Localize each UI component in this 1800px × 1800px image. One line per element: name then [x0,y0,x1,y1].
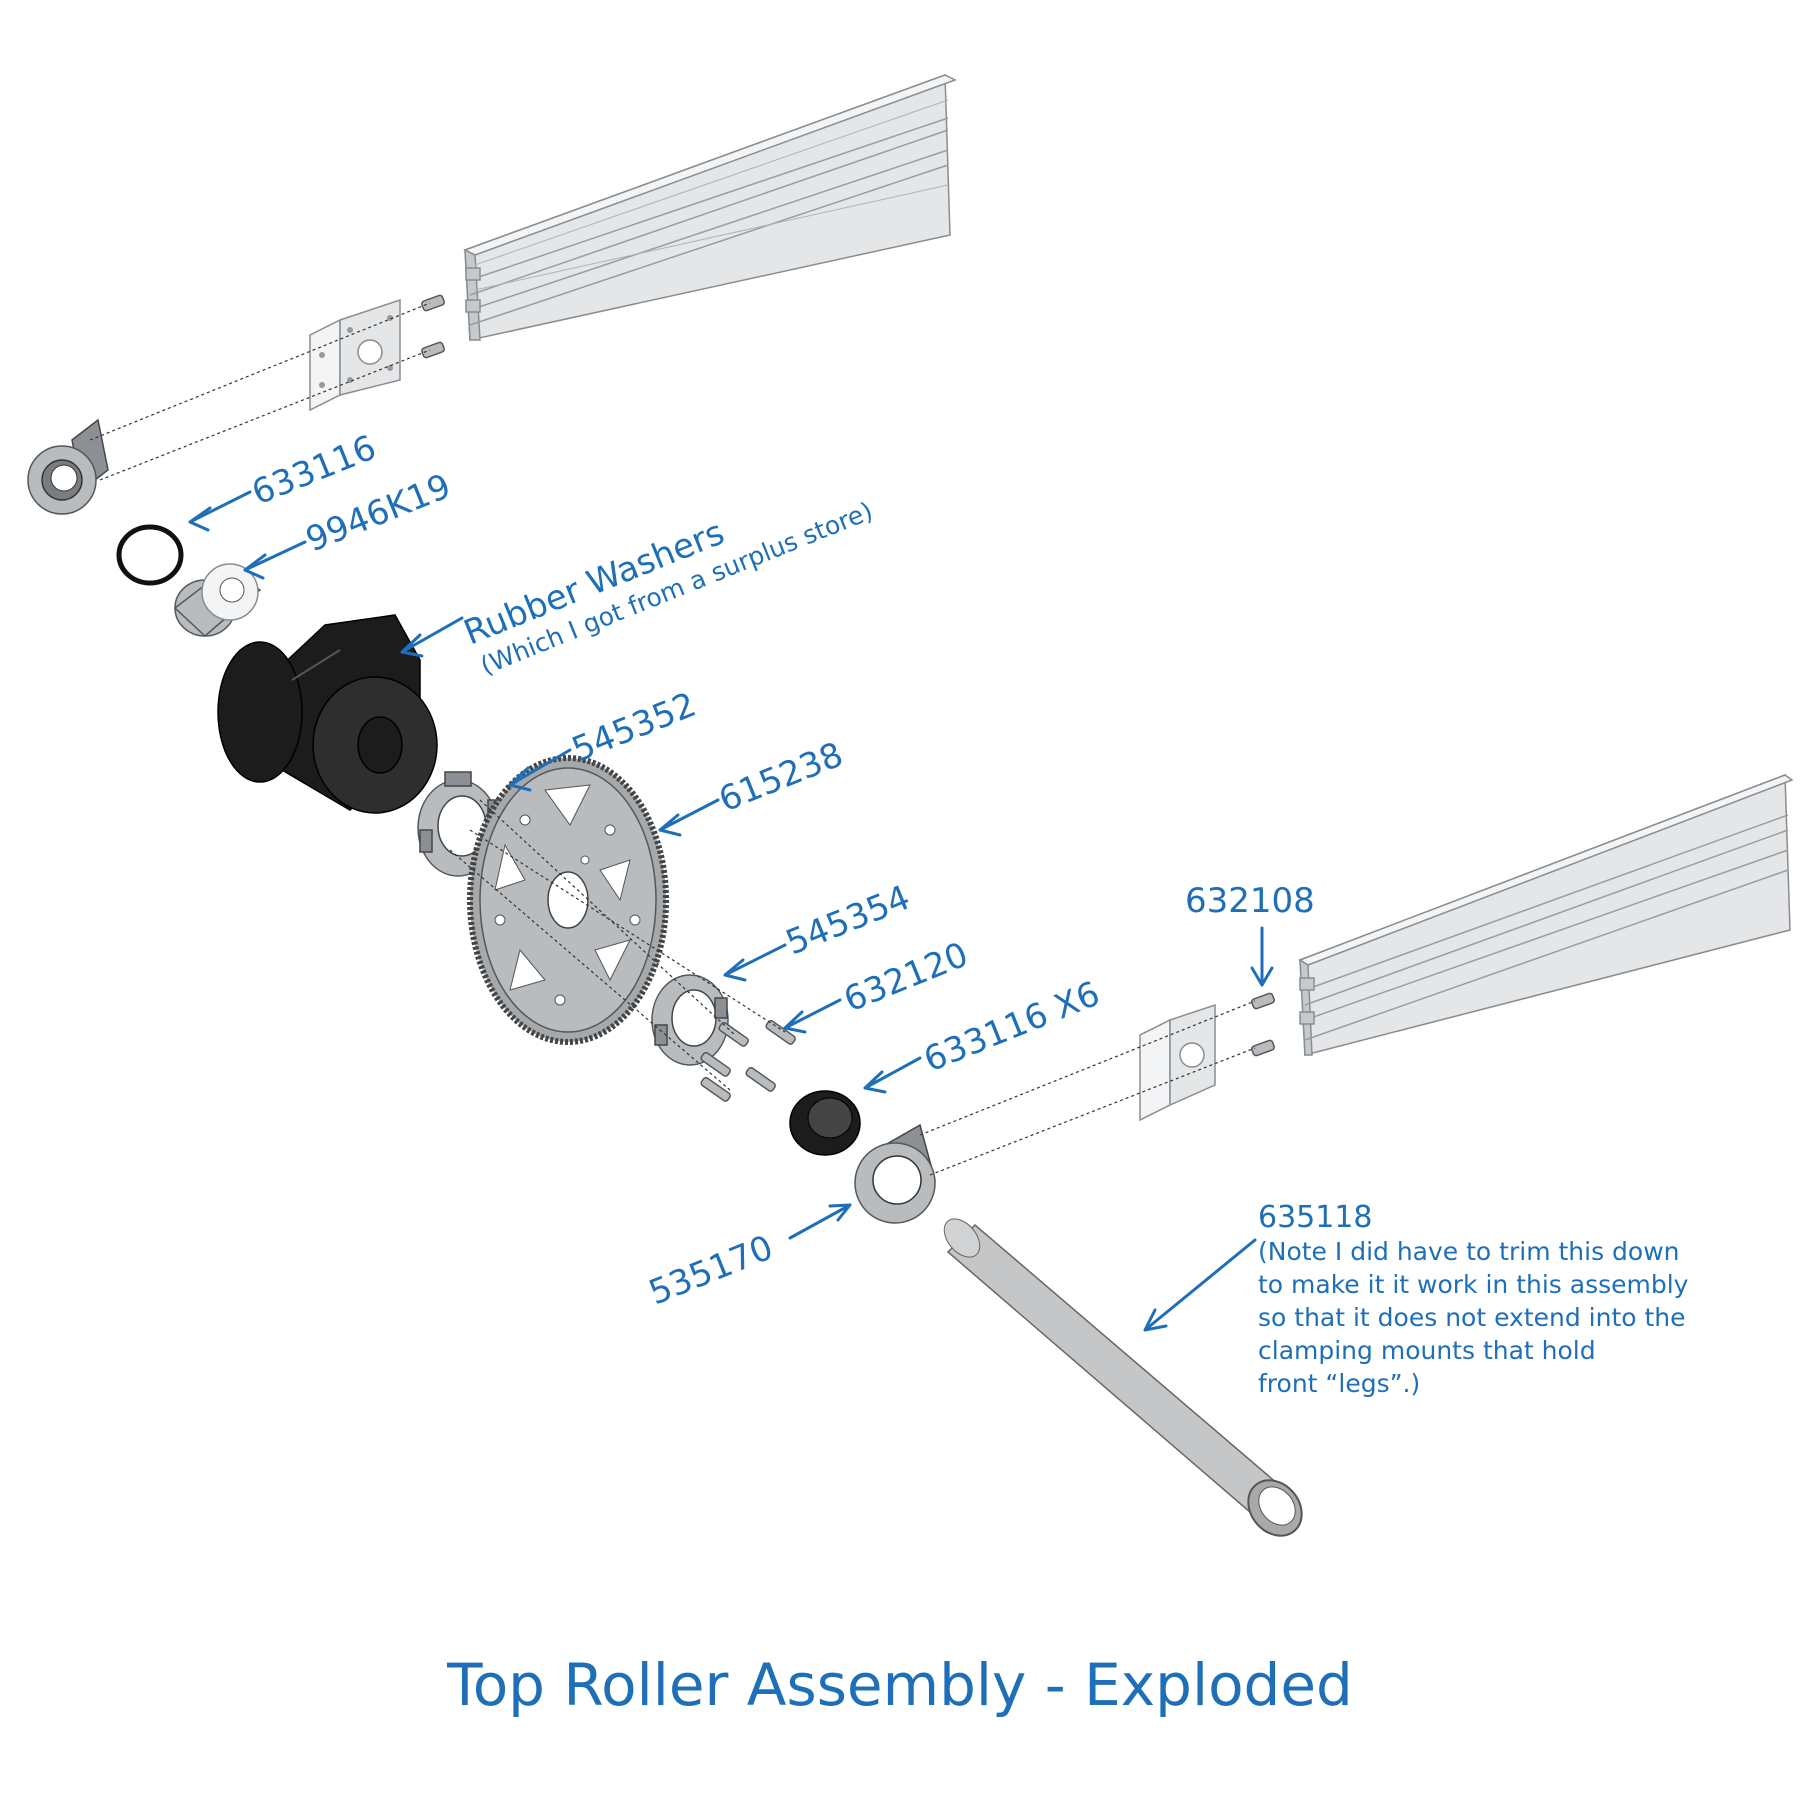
label-615238: 615238 [713,735,848,821]
label-545354: 545354 [780,878,915,964]
note-line-4: clamping mounts that hold [1258,1336,1596,1365]
guide-line [919,1000,1256,1136]
label-632108: 632108 [1185,881,1315,921]
callout-615238: 615238 [658,735,849,837]
guide-line [99,349,431,481]
shaft-collar [173,563,262,638]
label-632120: 632120 [838,935,973,1021]
pillow-block-bearing-535170 [854,1123,936,1224]
page-title: Top Roller Assembly - Exploded [446,1651,1353,1719]
mounting-bracket-bottom [1139,1003,1216,1122]
guide-line [89,302,431,441]
black-spacer-ring [789,1090,861,1156]
screws-632120 [700,1019,796,1102]
screws-632108 [1251,992,1275,1057]
guide-line [449,849,731,1091]
o-ring [116,524,184,586]
pillow-block-bearing-top [27,418,109,515]
note-line-1: (Note I did have to trim this down [1258,1237,1680,1266]
label-545352: 545352 [566,685,701,771]
note-line-3: so that it does not extend into the [1258,1303,1686,1332]
screw-top-1 [421,294,445,312]
screw-top-2 [421,341,445,359]
callout-rubber-washers: Rubber Washers (Which I got from a surpl… [400,496,877,681]
callout-632108: 632108 [1185,881,1315,987]
note-line-2: to make it it work in this assembly [1258,1270,1689,1299]
label-535170: 535170 [643,1228,778,1314]
rubber-roller [217,614,438,814]
tube-635118 [943,1218,1303,1537]
gear-plate-615238 [467,755,669,1045]
guide-line [929,1047,1256,1176]
note-line-5: front “legs”.) [1258,1369,1420,1398]
label-633116-x6: 633116 X6 [918,974,1105,1081]
label-635118: 635118 [1258,1200,1373,1235]
callout-535170: 535170 [643,1203,852,1314]
callout-635118: 635118 (Note I did have to trim this dow… [1143,1200,1689,1398]
guide-line [479,799,736,1036]
clamping-hub-545354 [651,974,729,1066]
aluminum-extrusion-top [463,73,957,341]
mounting-bracket-top [309,298,401,412]
aluminum-extrusion-bottom [1298,773,1794,1056]
guide-line [469,829,786,1033]
